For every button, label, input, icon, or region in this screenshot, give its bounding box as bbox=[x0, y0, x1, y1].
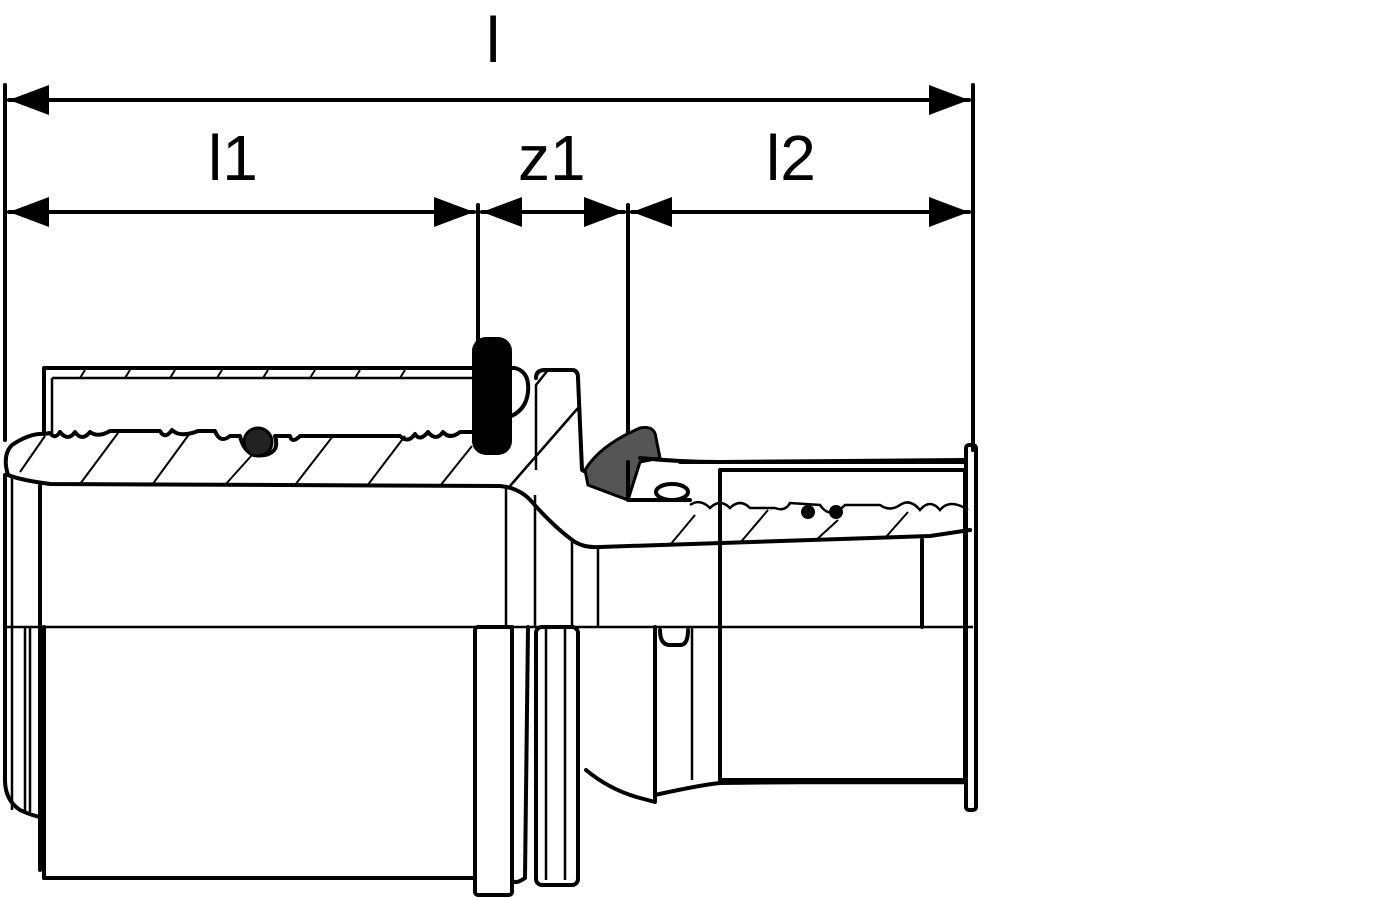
dimension-label-l2: l2 bbox=[766, 122, 816, 194]
dimension-label-l: l bbox=[486, 4, 501, 76]
extension-lines bbox=[3, 83, 975, 452]
left-body-outline bbox=[3, 473, 580, 897]
right-body-outline bbox=[533, 468, 967, 804]
indicator-pin bbox=[472, 337, 512, 455]
left-press-sleeve bbox=[42, 366, 531, 436]
left-body-section bbox=[3, 426, 972, 550]
dimension-label-l1: l1 bbox=[208, 122, 258, 194]
dimension-label-z1: z1 bbox=[518, 122, 586, 194]
center-collar bbox=[509, 368, 967, 502]
